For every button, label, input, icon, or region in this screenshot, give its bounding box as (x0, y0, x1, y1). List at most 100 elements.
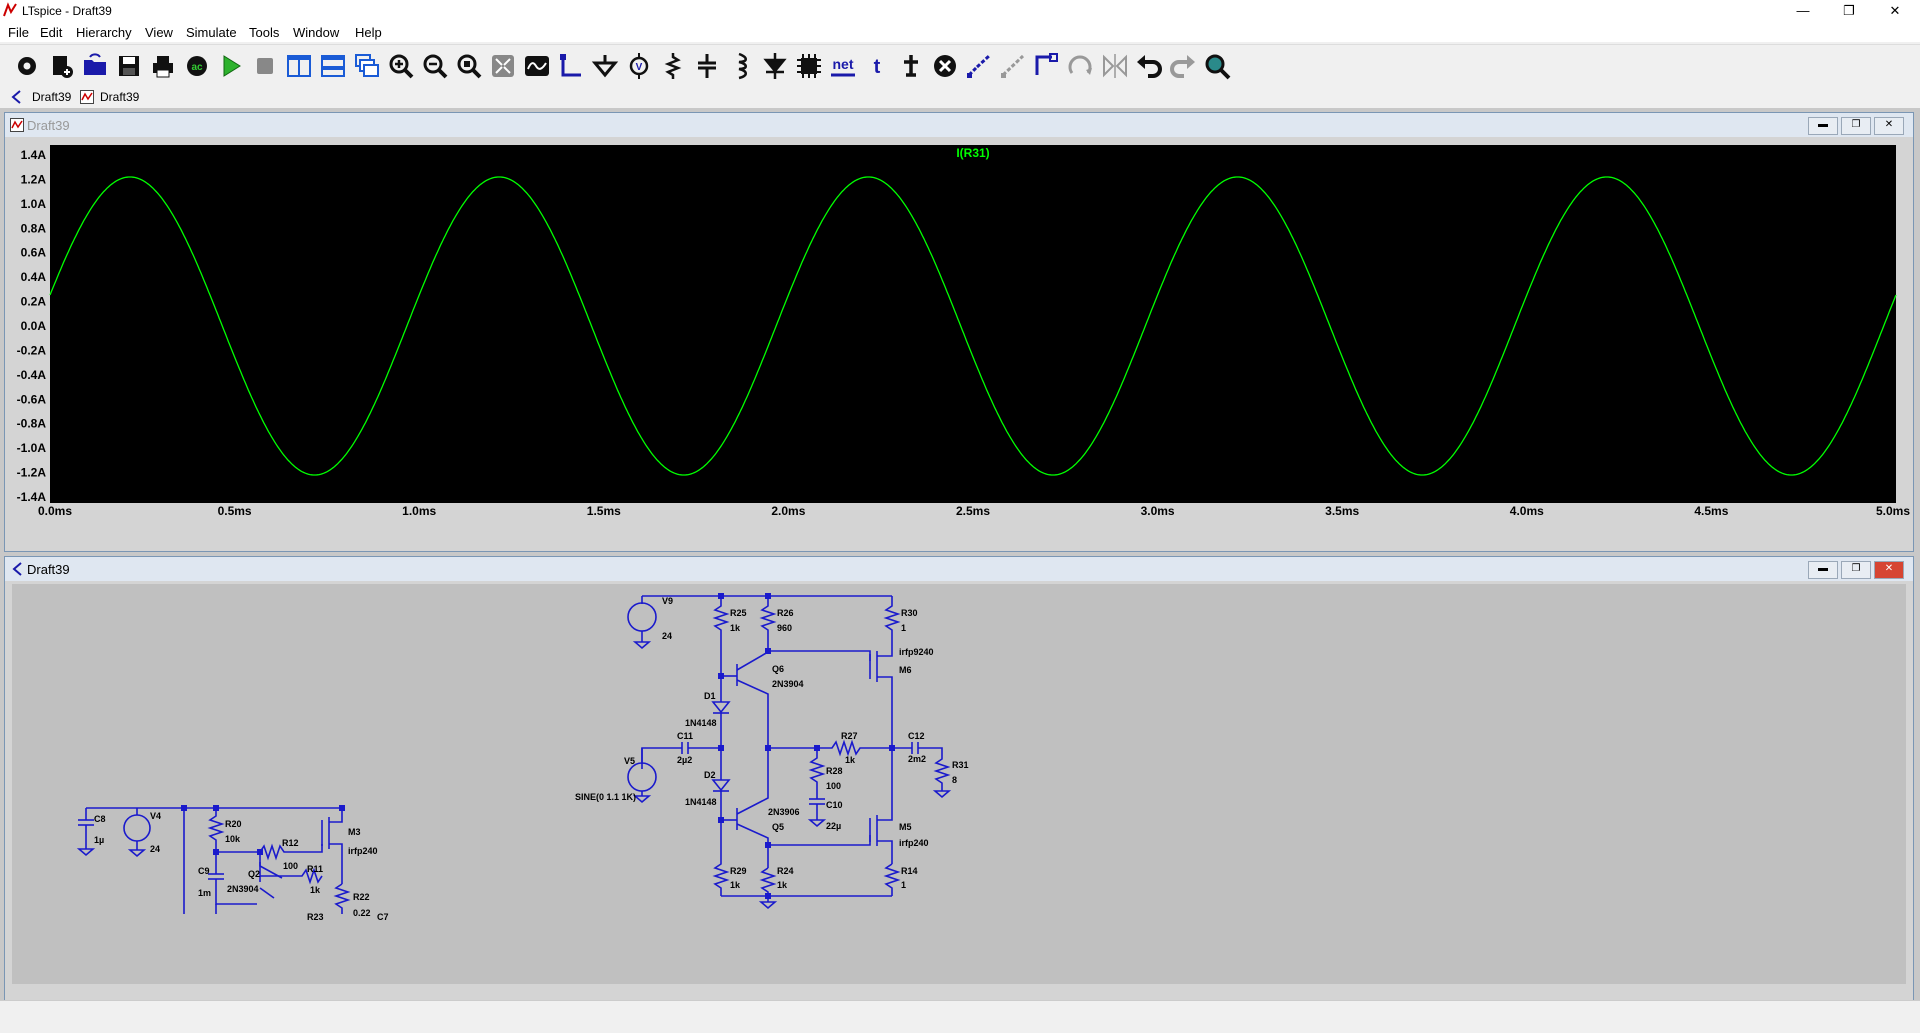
label-q6[interactable]: Q6 (772, 664, 784, 674)
label-r12-value[interactable]: 100 (283, 861, 298, 871)
label-c12-value[interactable]: 2m2 (908, 754, 926, 764)
undo-icon[interactable] (1134, 51, 1164, 81)
run-play-icon[interactable] (216, 51, 246, 81)
label-r25-value[interactable]: 1k (730, 623, 741, 633)
draw-wire-icon[interactable] (556, 51, 586, 81)
label-r22[interactable]: R22 (353, 892, 370, 902)
label-r27-value[interactable]: 1k (845, 755, 856, 765)
label-v9-value[interactable]: 24 (662, 631, 672, 641)
component-icon[interactable] (794, 51, 824, 81)
tab-schematic-draft39[interactable]: Draft39 (10, 89, 72, 106)
mirror-icon[interactable] (1100, 51, 1130, 81)
resistor-icon[interactable] (658, 51, 688, 81)
find-icon[interactable] (1202, 51, 1232, 81)
label-d2[interactable]: D2 (704, 770, 716, 780)
label-r22-value[interactable]: 0.22 (353, 908, 371, 918)
waveform-view-icon[interactable] (522, 51, 552, 81)
open-folder-icon[interactable] (80, 51, 110, 81)
label-r27[interactable]: R27 (841, 731, 858, 741)
capacitor-icon[interactable] (692, 51, 722, 81)
label-r31-value[interactable]: 8 (952, 775, 957, 785)
schematic-close-button[interactable]: ✕ (1874, 561, 1904, 579)
label-d1-part[interactable]: 1N4148 (685, 718, 717, 728)
drag-icon[interactable] (1032, 51, 1062, 81)
waveform-restore-button[interactable]: ❐ (1841, 117, 1871, 135)
label-r12[interactable]: R12 (282, 838, 299, 848)
label-v5-value[interactable]: SINE(0 1.1 1K) (575, 792, 636, 802)
label-r29-value[interactable]: 1k (730, 880, 741, 890)
label-m6[interactable]: M6 (899, 665, 912, 675)
halt-stop-icon[interactable] (250, 51, 280, 81)
label-q2[interactable]: Q2 (248, 869, 260, 879)
label-q2-part[interactable]: 2N3904 (227, 884, 259, 894)
label-r24-value[interactable]: 1k (777, 880, 788, 890)
autorange-icon[interactable] (488, 51, 518, 81)
spice-directive-icon[interactable] (896, 51, 926, 81)
run-ac-icon[interactable]: ac (182, 51, 212, 81)
new-schematic-icon[interactable] (46, 51, 76, 81)
label-r26-value[interactable]: 960 (777, 623, 792, 633)
schematic-titlebar[interactable]: Draft39 ▬ ❐ ✕ (5, 557, 1913, 581)
inductor-icon[interactable] (726, 51, 756, 81)
label-r25[interactable]: R25 (730, 608, 747, 618)
rotate-icon[interactable] (1066, 51, 1096, 81)
redo-icon[interactable] (1168, 51, 1198, 81)
label-r20-value[interactable]: 10k (225, 834, 241, 844)
move-icon[interactable] (998, 51, 1028, 81)
label-q6-part[interactable]: 2N3904 (772, 679, 804, 689)
diode-icon[interactable] (760, 51, 790, 81)
schematic-restore-button[interactable]: ❐ (1841, 561, 1871, 579)
menu-tools[interactable]: Tools (249, 25, 280, 40)
label-m3-part[interactable]: irfp240 (348, 846, 378, 856)
label-c10[interactable]: C10 (826, 800, 843, 810)
label-r11[interactable]: R11 (307, 864, 323, 874)
label-q5-part[interactable]: 2N3906 (768, 807, 800, 817)
settings-gear-icon[interactable] (12, 51, 42, 81)
label-r14-value[interactable]: 1 (901, 880, 906, 890)
label-c11-value[interactable]: 2µ2 (677, 755, 692, 765)
cascade-windows-icon[interactable] (352, 51, 382, 81)
tile-horizontal-icon[interactable] (318, 51, 348, 81)
label-d2-part[interactable]: 1N4148 (685, 797, 717, 807)
menu-hierarchy[interactable]: Hierarchy (76, 25, 132, 40)
label-v4-value[interactable]: 24 (150, 844, 160, 854)
minimize-button[interactable]: — (1796, 3, 1810, 18)
trace-label[interactable]: I(R31) (956, 146, 989, 160)
label-c7[interactable]: C7 (377, 912, 389, 922)
print-icon[interactable] (148, 51, 178, 81)
label-irfp9240[interactable]: irfp9240 (899, 647, 934, 657)
label-r31[interactable]: R31 (952, 760, 969, 770)
label-c9[interactable]: C9 (198, 866, 210, 876)
tile-vertical-icon[interactable] (284, 51, 314, 81)
menu-edit[interactable]: Edit (40, 25, 63, 40)
ground-icon[interactable] (590, 51, 620, 81)
text-tool-icon[interactable]: t (862, 51, 892, 81)
label-c8-value[interactable]: 1µ (94, 835, 104, 845)
label-m5[interactable]: M5 (899, 822, 912, 832)
waveform-titlebar[interactable]: Draft39 ▬ ❐ ✕ (5, 113, 1913, 137)
menu-view[interactable]: View (145, 25, 173, 40)
label-r30[interactable]: R30 (901, 608, 918, 618)
label-r29[interactable]: R29 (730, 866, 747, 876)
restore-button[interactable]: ❐ (1843, 3, 1855, 18)
label-d1[interactable]: D1 (704, 691, 716, 701)
menu-window[interactable]: Window (293, 25, 340, 40)
label-c12[interactable]: C12 (908, 731, 925, 741)
schematic-minimize-button[interactable]: ▬ (1808, 561, 1838, 579)
label-c11[interactable]: C11 (677, 731, 693, 741)
trace-line-i-r31[interactable] (49, 176, 1897, 476)
label-c9-value[interactable]: 1m (198, 888, 211, 898)
label-c10-value[interactable]: 22µ (826, 821, 841, 831)
menu-simulate[interactable]: Simulate (186, 25, 237, 40)
plot-area[interactable] (50, 145, 1896, 503)
save-icon[interactable] (114, 51, 144, 81)
close-button[interactable]: ✕ (1889, 3, 1901, 18)
label-v9[interactable]: V9 (662, 596, 673, 606)
schematic-canvas[interactable]: V9 24 R25 1k R26 960 R30 1 irfp9240 M6 Q… (12, 584, 1906, 984)
label-m3[interactable]: M3 (348, 827, 361, 837)
label-r14[interactable]: R14 (901, 866, 918, 876)
tab-waveform-draft39[interactable]: Draft39 (80, 89, 146, 106)
label-r26[interactable]: R26 (777, 608, 794, 618)
label-c8[interactable]: C8 (94, 814, 106, 824)
label-r30-value[interactable]: 1 (901, 623, 906, 633)
